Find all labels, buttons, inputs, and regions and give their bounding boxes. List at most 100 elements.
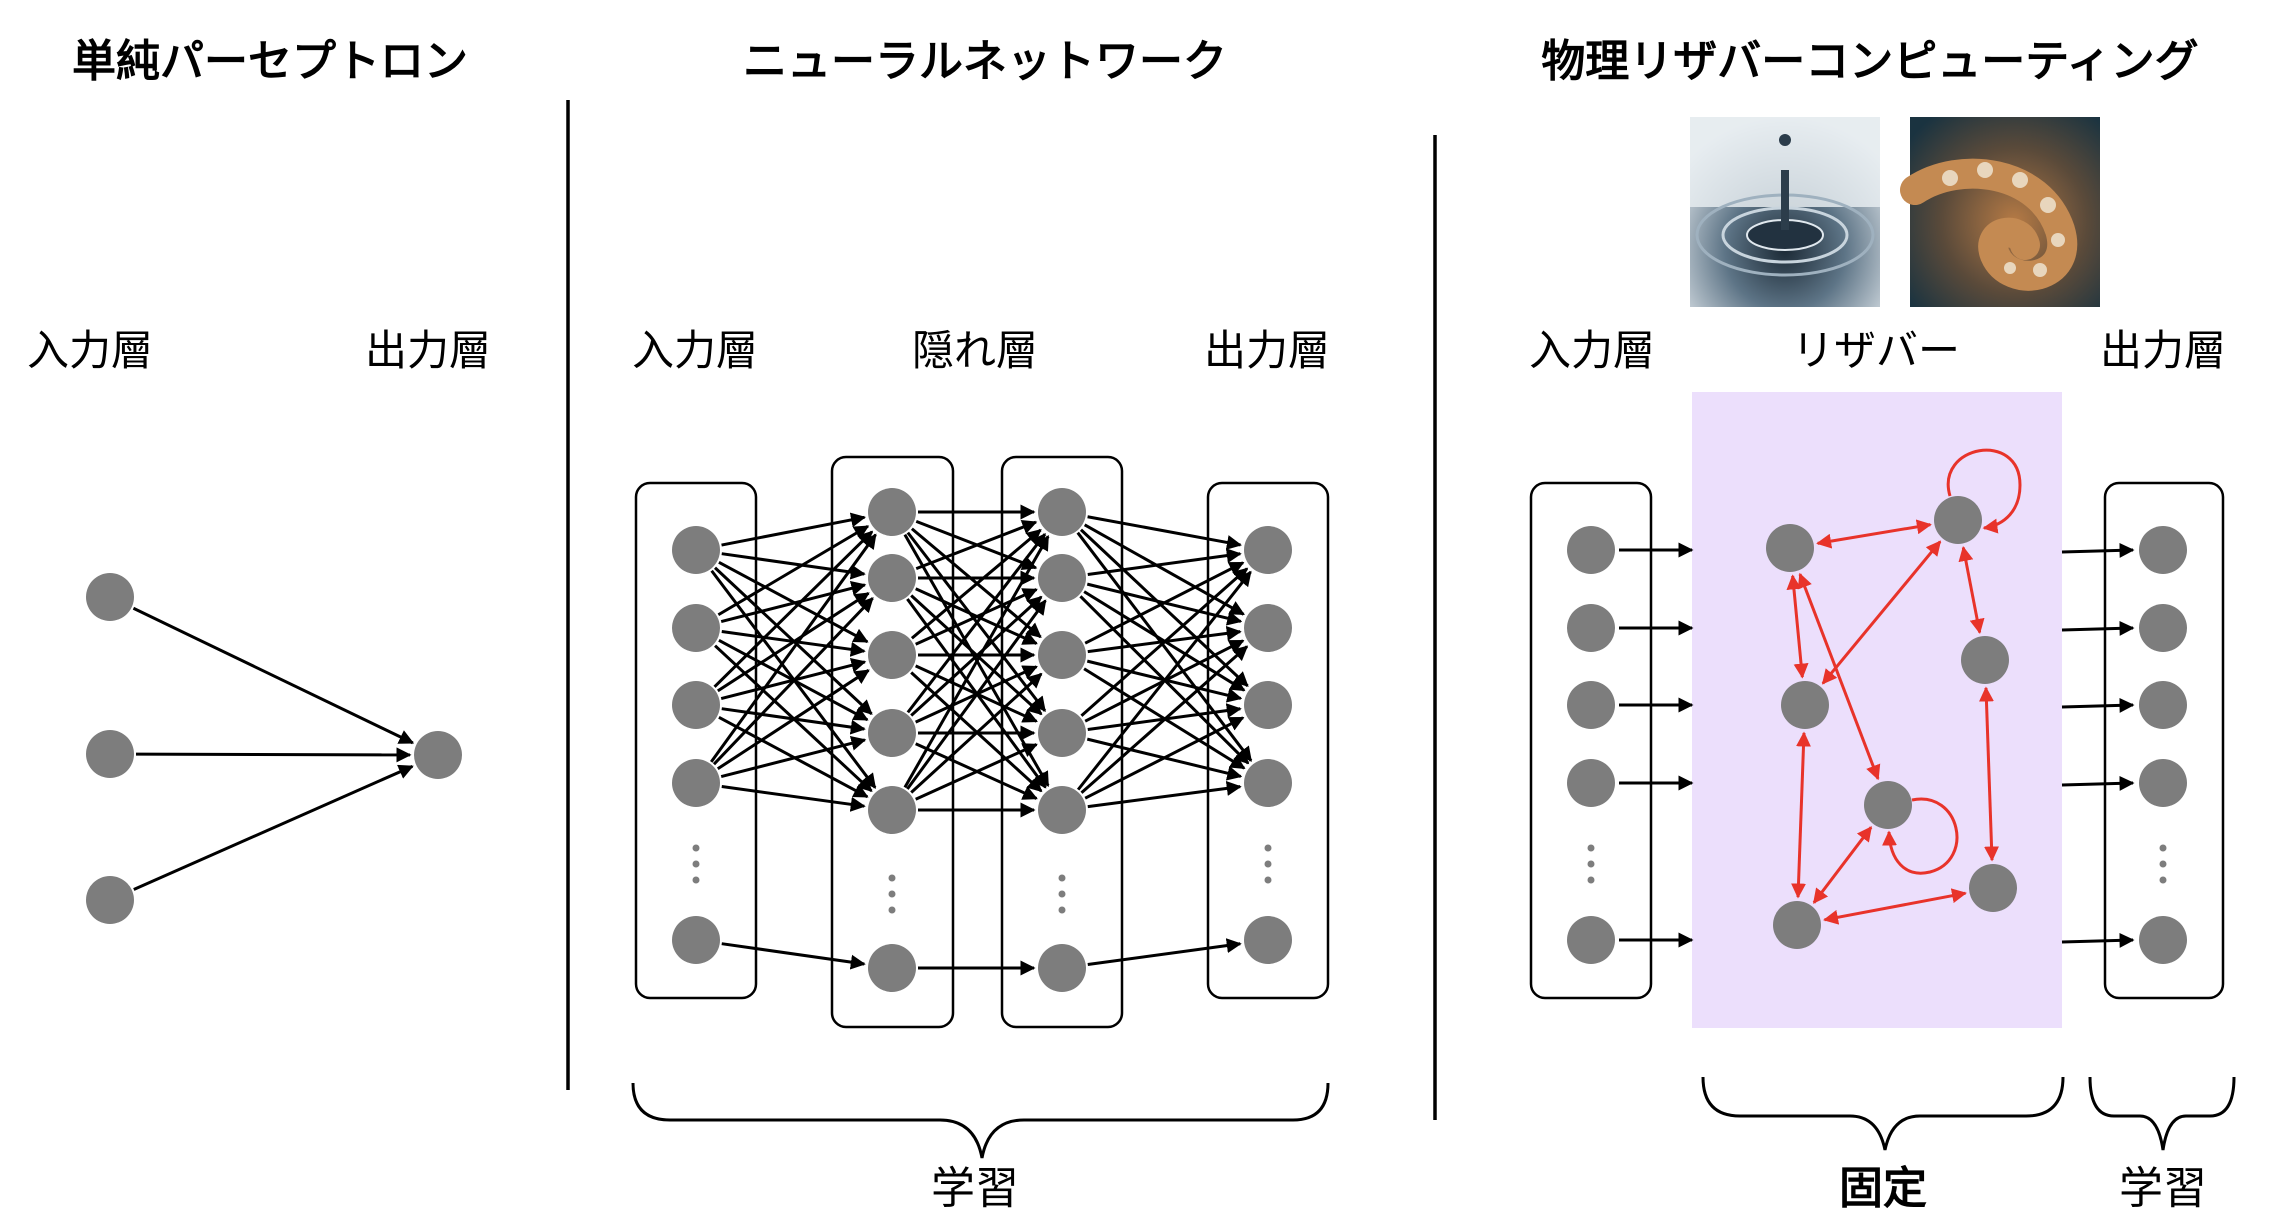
nn-hidden-node xyxy=(868,709,916,757)
connection-arrows xyxy=(132,504,2135,976)
nn-edge-input-hidden xyxy=(717,591,870,693)
neural-network-title: ニューラルネットワーク xyxy=(743,36,1227,87)
nn-output-node xyxy=(1244,604,1292,652)
nn-edge-hidden-hidden xyxy=(910,672,1043,794)
reservoir-recurrent-edge xyxy=(1791,731,1811,899)
ellipsis-dot xyxy=(2159,860,2167,868)
ellipsis-dot xyxy=(1058,874,1066,882)
nn-edge-hidden-output xyxy=(1080,645,1249,794)
reservoir-input-node xyxy=(1567,604,1615,652)
reservoir-input-box xyxy=(1529,481,1653,1000)
ellipsis-dot xyxy=(888,874,896,882)
reservoir-fixed-brace xyxy=(1701,1076,2065,1151)
perceptron-input-node xyxy=(86,730,134,778)
nn-edge-hidden-output xyxy=(1079,528,1249,687)
nn-edge-input-hidden xyxy=(717,524,870,617)
nn-edge-input-hidden xyxy=(721,512,866,547)
nn-output-node xyxy=(1244,916,1292,964)
nn-input-node xyxy=(672,526,720,574)
ellipsis-dot xyxy=(692,876,700,884)
nn-output-node xyxy=(1244,526,1292,574)
reservoir-recurrent-edge xyxy=(1978,686,2000,862)
nn-hidden-node xyxy=(868,944,916,992)
reservoir-node xyxy=(1773,901,1821,949)
nn-edge-hidden-output xyxy=(1087,780,1242,809)
perceptron-input-node xyxy=(86,876,134,924)
nn-edge-hidden-output xyxy=(1087,515,1242,550)
perceptron-edge xyxy=(133,764,414,891)
reservoir-node xyxy=(1781,681,1829,729)
reservoir-output-arrow xyxy=(2061,697,2135,713)
perceptron-input-node xyxy=(86,573,134,621)
nn-hidden-node xyxy=(868,631,916,679)
nn-hidden-node xyxy=(868,554,916,602)
readout-learning-brace xyxy=(2088,1076,2236,1151)
ellipsis-dot xyxy=(1587,876,1595,884)
nn-edge-hidden-output xyxy=(1080,567,1249,717)
nn-edge-input-hidden xyxy=(721,552,866,580)
nn-input-node xyxy=(672,681,720,729)
nn-input-label: 入力層 xyxy=(632,326,758,375)
perceptron-edge xyxy=(132,606,415,745)
nn-edge-hidden-hidden xyxy=(906,533,1047,714)
reservoir-input-node xyxy=(1567,916,1615,964)
nn-edge-hidden-output xyxy=(1084,716,1245,800)
reservoir-output-arrow xyxy=(2061,620,2135,636)
nn-edge-hidden-hidden xyxy=(915,743,1038,801)
nn-edge-input-hidden xyxy=(720,580,867,624)
ellipsis-dot xyxy=(888,890,896,898)
nn-input-node xyxy=(672,916,720,964)
nn-edge-input-hidden xyxy=(712,597,874,766)
ellipsis-dot xyxy=(1587,844,1595,852)
reservoir-node xyxy=(1864,781,1912,829)
ellipsis-dot xyxy=(1264,844,1272,852)
reservoir-output-arrow xyxy=(2061,775,2135,791)
reservoir-input-node xyxy=(1567,759,1615,807)
reservoir-area xyxy=(1692,392,2062,1028)
nn-edge-input-hidden xyxy=(716,669,870,771)
water-drop-photo xyxy=(1690,117,1880,307)
ellipsis-dot xyxy=(2159,844,2167,852)
nn-hidden-node xyxy=(1038,554,1086,602)
ellipsis-dot xyxy=(888,906,896,914)
ellipsis-dot xyxy=(1264,860,1272,868)
reservoir-output-node xyxy=(2139,526,2187,574)
nn-edge-hidden-output xyxy=(1084,561,1245,645)
ellipsis-dot xyxy=(692,860,700,868)
nn-edge-input-hidden xyxy=(721,785,866,812)
octopus-tentacle-photo xyxy=(1900,117,2100,307)
nn-edge-hidden-output xyxy=(1087,548,1242,576)
nn-edge-hidden-output xyxy=(1083,523,1245,616)
reservoir-label: リザバー xyxy=(1792,326,1960,375)
nn-output-label: 出力層 xyxy=(1204,326,1330,375)
ellipsis-dot xyxy=(1058,890,1066,898)
ellipsis-dot xyxy=(2159,876,2167,884)
reservoir-output-arrow xyxy=(2061,932,2135,948)
perceptron-input-label: 入力層 xyxy=(27,326,153,375)
perceptron-output-label: 出力層 xyxy=(365,326,491,375)
nn-hidden-node xyxy=(1038,709,1086,757)
nn-hidden-node xyxy=(1038,944,1086,992)
reservoir-node xyxy=(1766,524,1814,572)
reservoir-node xyxy=(1934,496,1982,544)
reservoir-input-label: 入力層 xyxy=(1529,326,1655,375)
nn-edge-bottom xyxy=(1087,938,1242,966)
nn-hidden-node xyxy=(868,488,916,536)
perceptron-output-node xyxy=(414,731,462,779)
neuron-nodes xyxy=(86,488,2187,992)
reservoir-output-node xyxy=(2139,681,2187,729)
reservoir-output-arrow xyxy=(2061,542,2135,558)
reservoir-recurrent-edge xyxy=(1958,546,1985,634)
reservoir-input-node xyxy=(1567,681,1615,729)
reservoir-output-label: 出力層 xyxy=(2100,326,2226,375)
nn-hidden-node xyxy=(1038,631,1086,679)
reservoir-self-loop xyxy=(1946,448,2022,534)
perceptron-edge xyxy=(135,747,412,763)
nn-hidden-node xyxy=(868,786,916,834)
ellipsis-dot xyxy=(692,844,700,852)
nn-hidden-node xyxy=(1038,488,1086,536)
nn-edge-hidden-hidden xyxy=(910,528,1042,640)
nn-edge-bottom xyxy=(721,942,866,970)
readout-learning-label: 学習 xyxy=(2119,1163,2207,1214)
